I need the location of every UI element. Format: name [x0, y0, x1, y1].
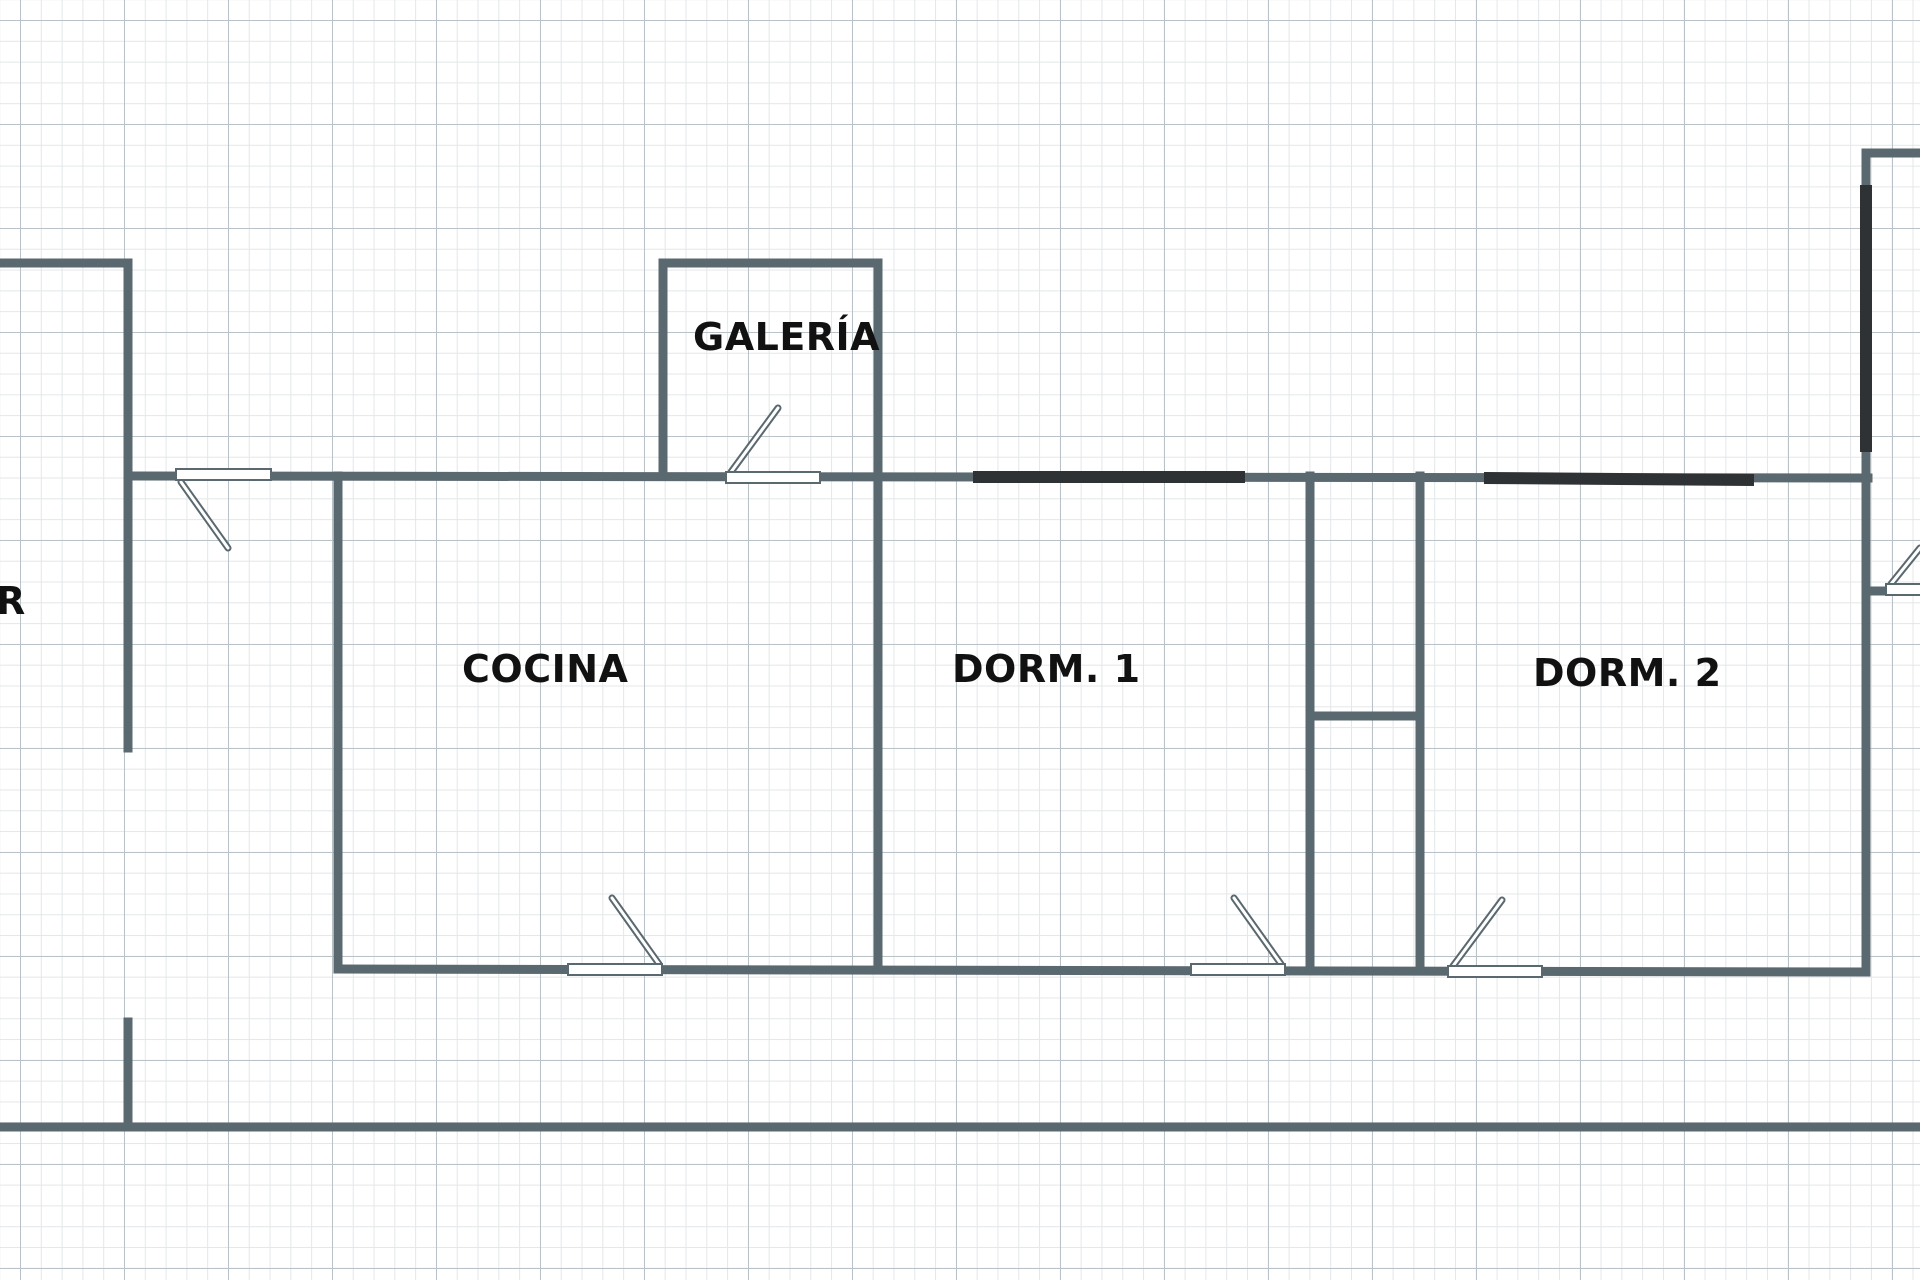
door-frame	[1447, 965, 1543, 978]
door-frame	[725, 471, 821, 484]
door-leaf-inner	[179, 480, 230, 550]
door-frame	[567, 963, 663, 976]
door-leaf-inner	[610, 896, 661, 966]
door-frame	[1885, 583, 1920, 596]
window	[1483, 472, 1755, 486]
door-frame	[175, 468, 272, 481]
door-leaf-inner	[1451, 898, 1504, 968]
room-label-dorm-2: DORM. 2	[1533, 651, 1722, 695]
door-frame	[1190, 963, 1286, 976]
door-leaf-inner	[729, 406, 780, 474]
windows	[973, 185, 1872, 486]
door-leaf-inner	[1889, 546, 1920, 586]
doors	[175, 404, 1920, 978]
room-label-cocina: COCINA	[462, 647, 629, 691]
room-label-dorm-1: DORM. 1	[952, 647, 1141, 691]
room-label-edge: R	[0, 579, 26, 623]
door-leaf-inner	[1232, 896, 1283, 966]
walls	[0, 148, 1920, 1132]
room-label-galeria: GALERÍA	[693, 315, 881, 359]
